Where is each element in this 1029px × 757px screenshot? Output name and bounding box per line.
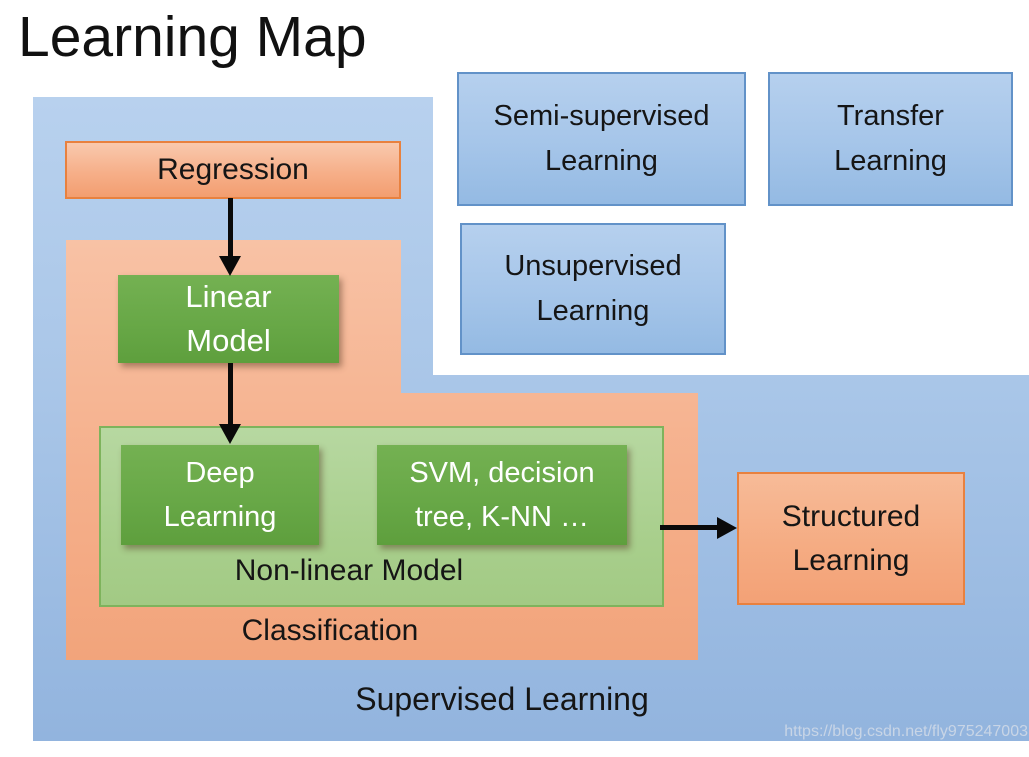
transfer-learning-label: Transfer Learning (834, 100, 947, 177)
linear-model-label: Linear Model (185, 279, 272, 358)
unsupervised-learning-label: Unsupervised Learning (504, 250, 682, 327)
transfer-learning-box: Transfer Learning (768, 72, 1013, 206)
structured-learning-label: Structured Learning (781, 499, 921, 577)
deep-learning-box: Deep Learning (121, 445, 319, 545)
regression-box: Regression (65, 141, 401, 199)
supervised-learning-region-label: Supervised Learning (355, 681, 649, 717)
arrow-nonlinear-to-structured-shaft (660, 525, 719, 530)
classification-region-label: Classification (241, 614, 419, 647)
watermark-url: https://blog.csdn.net/fly975247003 (784, 723, 1028, 740)
arrow-nonlinear-to-structured-head-icon (717, 517, 737, 539)
svm-label: SVM, decision tree, K-NN … (409, 457, 595, 533)
arrow-regression-to-linear-shaft (228, 198, 233, 258)
arrow-linear-to-deep-shaft (228, 363, 233, 426)
semi-supervised-label: Semi-supervised Learning (493, 100, 710, 177)
structured-learning-box: Structured Learning (737, 472, 965, 605)
linear-model-box: Linear Model (118, 275, 339, 363)
regression-label: Regression (157, 153, 309, 186)
semi-supervised-learning-box: Semi-supervised Learning (457, 72, 746, 206)
deep-learning-label: Deep Learning (163, 457, 277, 533)
arrow-linear-to-deep-head-icon (219, 424, 241, 444)
arrow-regression-to-linear-head-icon (219, 256, 241, 276)
unsupervised-learning-box: Unsupervised Learning (460, 223, 726, 355)
nonlinear-model-region-label: Non-linear Model (234, 554, 464, 587)
svm-decision-tree-knn-box: SVM, decision tree, K-NN … (377, 445, 627, 545)
page-title: Learning Map (18, 5, 367, 69)
